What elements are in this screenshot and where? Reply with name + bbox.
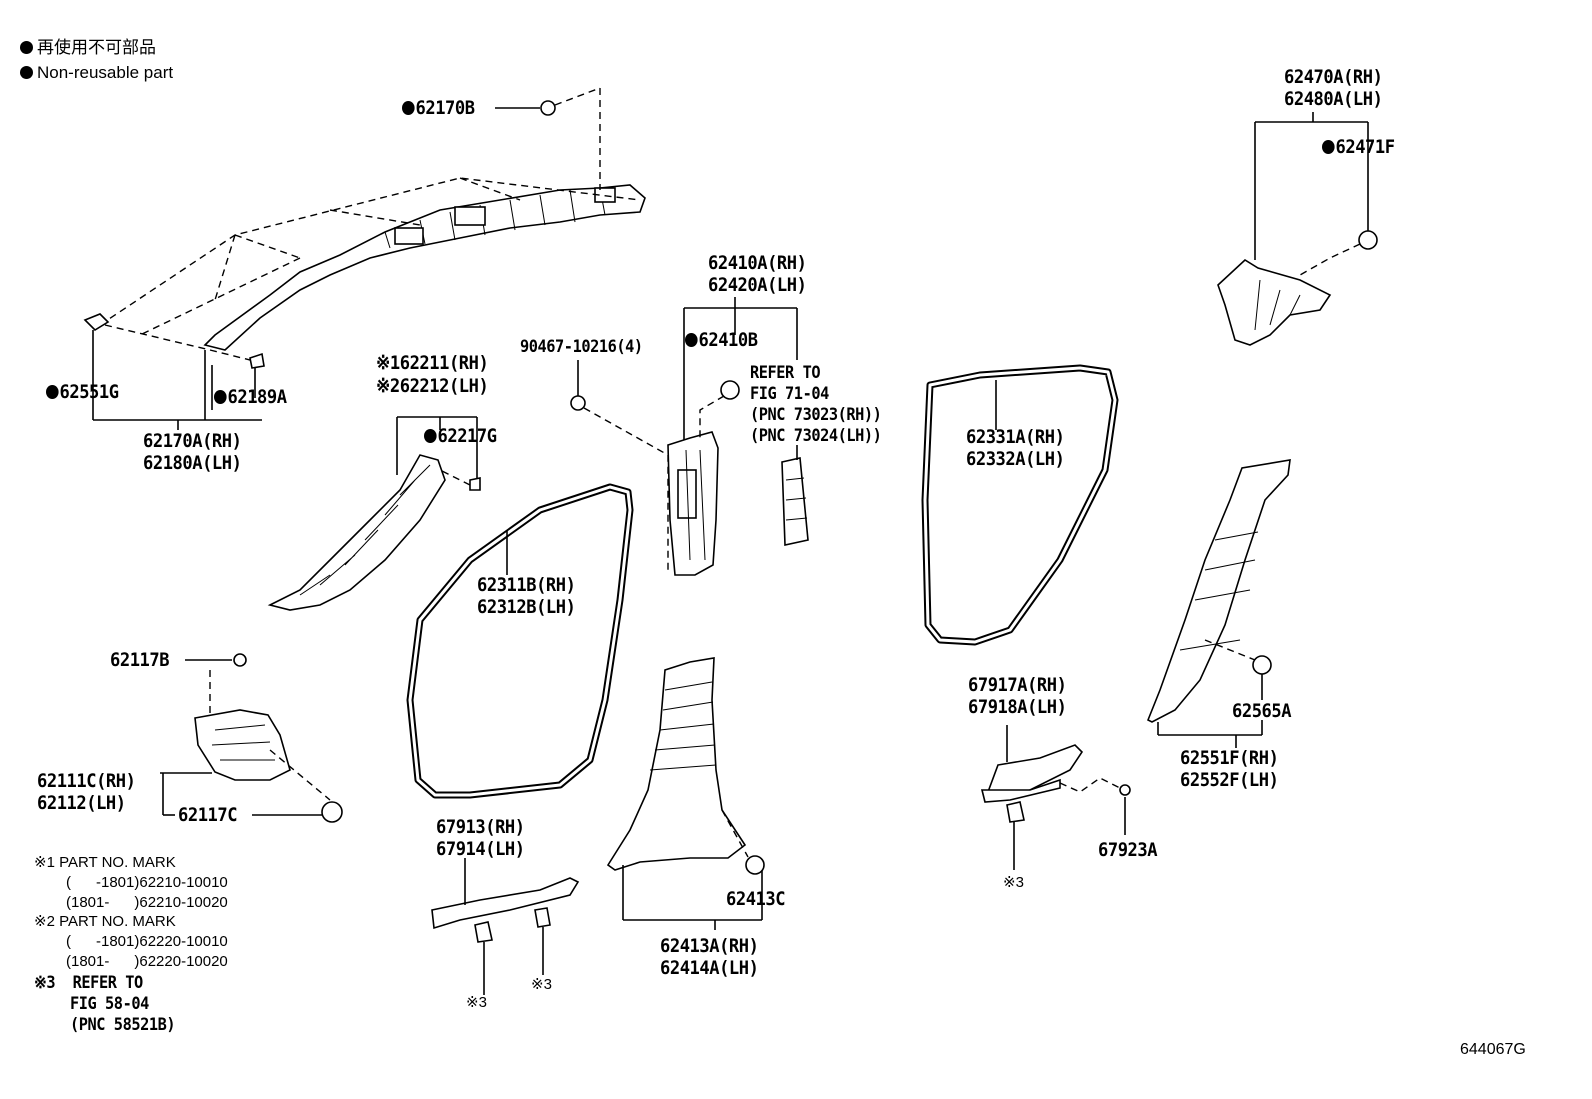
label-62112: 62112(LH) [37,792,126,814]
front-door-weatherstrip [406,483,634,799]
ref3-marker-b: ※3 [531,976,552,993]
label-67918a: 67918A(LH) [968,696,1067,718]
quarter-pillar-garnish [1217,259,1332,346]
refer-text-1: REFER TO [750,363,821,383]
center-pillar-lower-garnish [606,657,747,871]
label-62312b: 62312B(LH) [477,596,576,618]
label-62413a: 62413A(RH) [660,935,759,957]
label-62170b: 62170B [402,97,476,119]
label-62189a: 62189A [214,386,288,408]
quarter-trim-panel [1146,459,1291,723]
label-90467: 90467-10216(4) [520,337,643,357]
front-door-scuff-plate [431,877,580,930]
label-67914: 67914(LH) [436,838,525,860]
label-62413c: 62413C [726,888,786,910]
bullet-icon [20,41,33,54]
label-62111c: 62111C(RH) [37,770,136,792]
label-62211: ※162211(RH) [376,352,489,374]
label-62180a: 62180A(LH) [143,452,242,474]
label-62217g: 62217G [424,425,498,447]
label-62331a: 62331A(RH) [966,426,1065,448]
note2-row1: ( -1801)62220-10010 [66,933,228,950]
ref3-marker-c: ※3 [1003,874,1024,891]
note3-row2: (PNC 58521B) [70,1015,176,1035]
front-pillar-garnish [267,454,446,611]
note3-row1: FIG 58-04 [70,994,149,1014]
label-62170a: 62170A(RH) [143,430,242,452]
legend-jp: 再使用不可部品 [20,37,156,59]
label-67923a: 67923A [1098,839,1158,861]
label-62414a: 62414A(LH) [660,957,759,979]
label-62565a: 62565A [1232,700,1292,722]
label-62471f: 62471F [1322,136,1396,158]
note1-row1: ( -1801)62210-10010 [66,874,228,891]
label-62551g: 62551G [46,381,120,403]
refer-text-3: (PNC 73023(RH)) [750,405,882,425]
rear-door-scuff-plate [980,744,1084,803]
note1-row2: (1801- )62210-10020 [66,894,228,911]
label-62480a: 62480A(LH) [1284,88,1383,110]
legend-en: Non-reusable part [20,62,173,84]
belt-guide [781,457,809,546]
note1-title: ※1 PART NO. MARK [34,854,176,871]
label-62117c: 62117C [178,804,238,826]
refer-text-4: (PNC 73024(LH)) [750,426,882,446]
bullet-icon [20,66,33,79]
roof-side-garnish [203,184,646,351]
note2-row2: (1801- )62220-10020 [66,953,228,970]
note2-title: ※2 PART NO. MARK [34,913,176,930]
label-62117b: 62117B [110,649,170,671]
ref3-marker-a: ※3 [466,994,487,1011]
label-62212: ※262212(LH) [376,375,489,397]
label-67913: 67913(RH) [436,816,525,838]
label-67917a: 67917A(RH) [968,674,1067,696]
label-62470a: 62470A(RH) [1284,66,1383,88]
label-62420a: 62420A(LH) [708,274,807,296]
label-62410a: 62410A(RH) [708,252,807,274]
label-62551f: 62551F(RH) [1180,747,1279,769]
refer-text-2: FIG 71-04 [750,384,829,404]
note3-title: ※3 REFER TO [34,973,143,993]
label-62552f: 62552F(LH) [1180,769,1279,791]
cowl-side-trim [194,709,291,781]
label-62332a: 62332A(LH) [966,448,1065,470]
center-pillar-upper-garnish [667,431,719,576]
label-62410b: 62410B [685,329,759,351]
label-62311b: 62311B(RH) [477,574,576,596]
figure-id: 644067G [1460,1041,1526,1058]
